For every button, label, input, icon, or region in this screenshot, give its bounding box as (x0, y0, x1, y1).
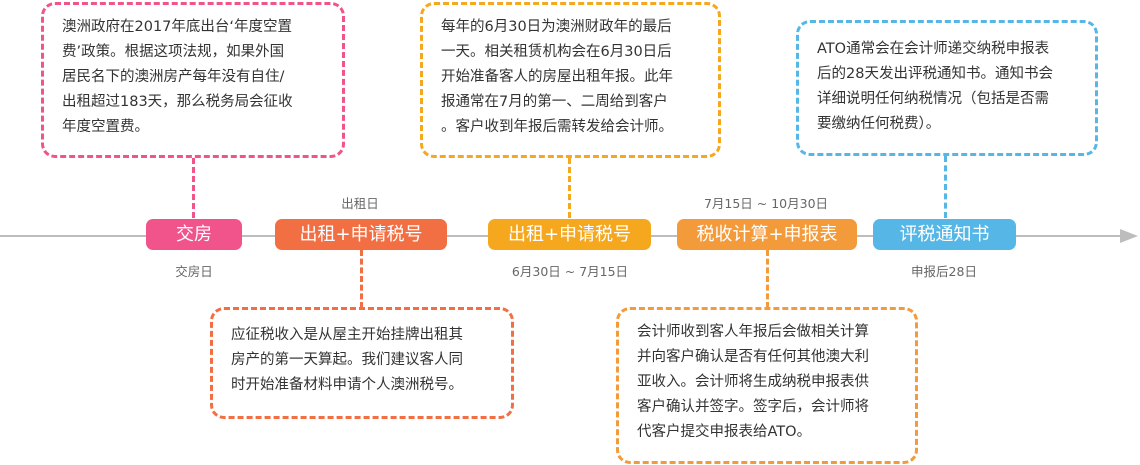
box-line: 澳洲政府在2017年底出台‘年度空置 (62, 19, 293, 35)
box-line: 每年的6月30日为澳洲财政年的最后 (441, 19, 672, 35)
step-note-below: 交房日 (175, 264, 213, 279)
connector-line (944, 156, 947, 218)
step-handover: 交房 (146, 219, 242, 250)
box-line: 代客户提交申报表给ATO。 (637, 424, 812, 440)
vacancy-fee-box: 澳洲政府在2017年底出台‘年度空置 费’政策。根据这项法规，如果外国 居民名下… (41, 2, 345, 158)
box-line: 报通常在7月的第一、二周给到客户 (441, 94, 668, 110)
box-line: 应征税收入是从屋主开始挂牌出租其 (231, 327, 463, 343)
box-line: 年度空置费。 (62, 119, 149, 135)
box-line: 开始准备客人的房屋出租年报。此年 (441, 69, 673, 85)
step-note-above: 出租日 (341, 196, 379, 211)
box-line: 会计师收到客人年报后会做相关计算 (637, 324, 869, 340)
step-tax-calculation: 税收计算+申报表 (677, 219, 857, 250)
box-line: 居民名下的澳洲房产每年没有自住/ (62, 69, 285, 85)
timeline-arrow-icon (1120, 229, 1138, 243)
connector-line (360, 250, 363, 308)
assessment-notice-box: ATO通常会在会计师递交纳税申报表 后的28天发出评税通知书。通知书会 详细说明… (796, 20, 1098, 156)
step-assessment-notice: 评税通知书 (873, 219, 1016, 250)
annual-report-box: 每年的6月30日为澳洲财政年的最后 一天。相关租赁机构会在6月30日后 开始准备… (420, 2, 721, 158)
box-line: 详细说明任何纳税情况（包括是否需 (817, 91, 1049, 107)
box-line: 。客户收到年报后需转发给会计师。 (441, 119, 673, 135)
box-line: 客户确认并签字。签字后，会计师将 (637, 399, 869, 415)
box-line: 时开始准备材料申请个人澳洲税号。 (231, 377, 463, 393)
connector-line (192, 158, 195, 218)
step-note-below: 申报后28日 (911, 264, 977, 279)
connector-line (568, 158, 571, 218)
tax-calculation-box: 会计师收到客人年报后会做相关计算 并向客户确认是否有任何其他澳大利 亚收入。会计… (616, 307, 918, 464)
box-line: 出租超过183天，那么税务局会征收 (62, 94, 293, 110)
box-line: 亚收入。会计师将生成纳税申报表供 (637, 374, 869, 390)
step-note-below: 6月30日 ~ 7月15日 (511, 264, 629, 279)
box-line: ATO通常会在会计师递交纳税申报表 (817, 41, 1050, 57)
step-rent-apply-tax-number-2: 出租+申请税号 (488, 219, 651, 250)
box-line: 费’政策。根据这项法规，如果外国 (62, 44, 285, 60)
step-note-above: 7月15日 ~ 10月30日 (703, 196, 829, 211)
tax-number-box: 应征税收入是从屋主开始挂牌出租其 房产的第一天算起。我们建议客人同 时开始准备材… (210, 307, 514, 419)
connector-line (766, 250, 769, 308)
step-rent-apply-tax-number: 出租+申请税号 (275, 219, 447, 250)
box-line: 房产的第一天算起。我们建议客人同 (231, 352, 463, 368)
box-line: 一天。相关租赁机构会在6月30日后 (441, 44, 672, 60)
box-line: 并向客户确认是否有任何其他澳大利 (637, 349, 869, 365)
box-line: 要缴纳任何税费）。 (817, 116, 941, 132)
box-line: 后的28天发出评税通知书。通知书会 (817, 66, 1053, 82)
